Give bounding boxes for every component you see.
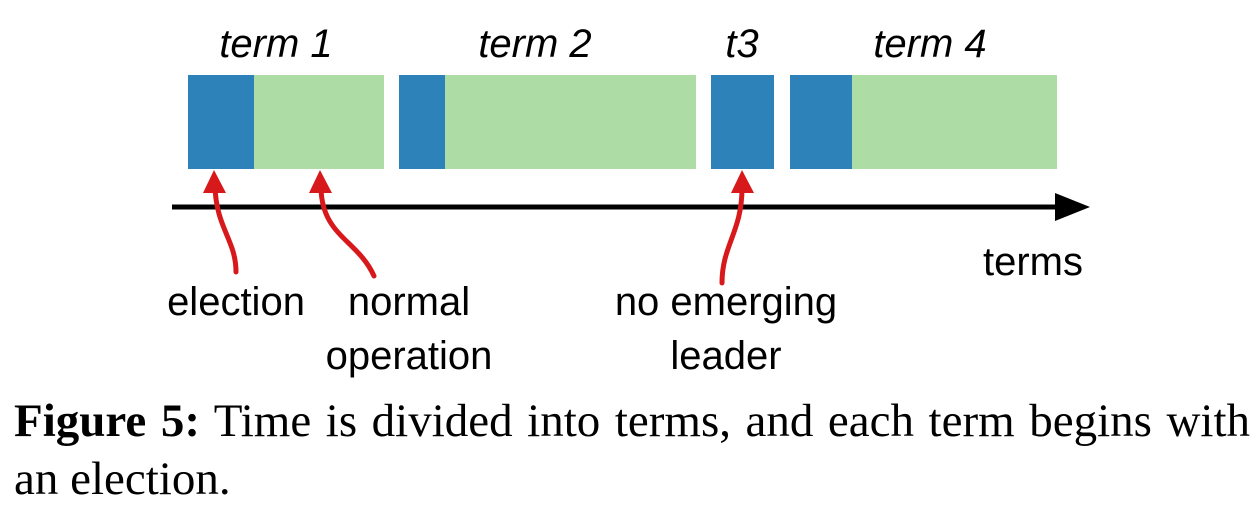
no-leader-pointer-arrowhead-icon [731,170,754,193]
term-1-operation-segment [254,75,384,169]
term-4-label: term 4 [873,22,986,66]
term-3-election-segment [711,75,774,169]
term-4-operation-segment [852,75,1057,169]
normal-operation-pointer-arrowhead-icon [309,170,332,193]
election-pointer-arrow [212,183,239,275]
term-1-election-segment [188,75,254,169]
normal-operation-annotation-line-2: operation [326,334,493,378]
figure-caption-label: Figure 5: [14,395,200,447]
election-annotation: election [167,280,305,324]
axis-label: terms [983,240,1083,284]
term-4-election-segment [790,75,852,169]
raft-terms-diagram: term 1 term 2 t3 term 4 terms election n… [167,22,1090,378]
no-leader-pointer-arrow [719,185,745,286]
no-leader-annotation-line-1: no emerging [615,280,837,324]
term-2-election-segment [399,75,445,169]
term-1-label: term 1 [219,22,332,66]
term-2-label: term 2 [478,22,591,66]
figure-caption: Figure 5: Time is divided into terms, an… [14,392,1250,508]
normal-operation-pointer-arrow [318,185,377,279]
figure-caption-text: Time is divided into terms, and each ter… [14,395,1251,505]
term-2-operation-segment [445,75,696,169]
no-leader-annotation-line-2: leader [670,334,781,378]
term-3-label: t3 [725,22,758,66]
time-axis-arrowhead-icon [1055,193,1090,221]
normal-operation-annotation-line-1: normal [348,280,470,324]
election-pointer-arrowhead-icon [203,170,226,193]
